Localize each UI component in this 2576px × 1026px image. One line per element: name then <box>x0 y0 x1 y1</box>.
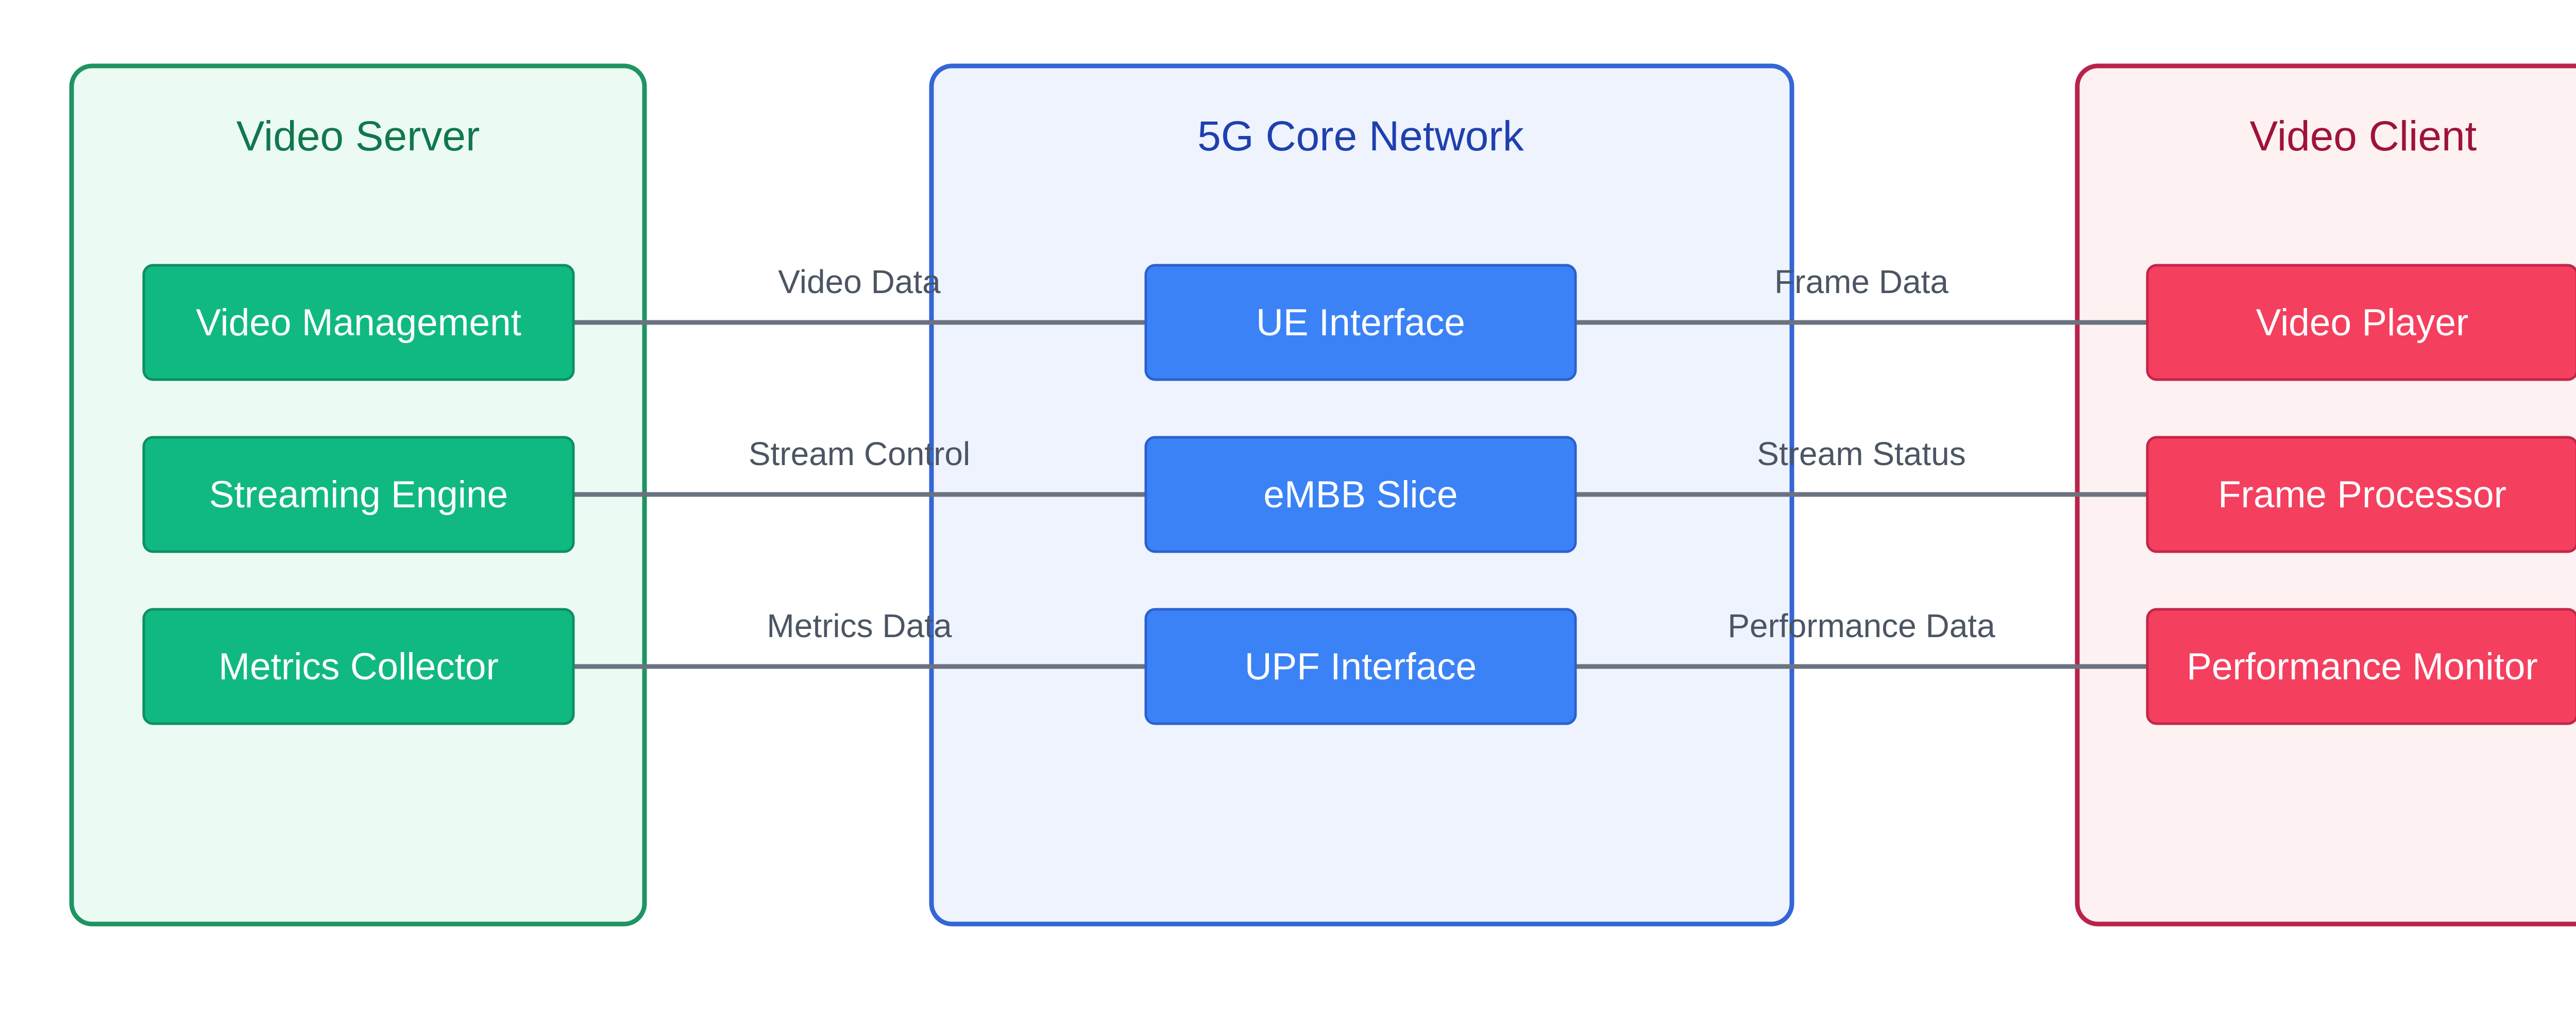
node-video-management[interactable]: Video Management <box>142 264 575 381</box>
edge-label-stream-status: Stream Status <box>1757 435 1966 472</box>
node-upf-interface[interactable]: UPF Interface <box>1144 608 1577 725</box>
node-frame-processor[interactable]: Frame Processor <box>2146 436 2576 553</box>
node-label: UPF Interface <box>1245 646 1477 688</box>
node-label: Performance Monitor <box>2187 646 2538 688</box>
edge-label-video-data: Video Data <box>778 263 941 300</box>
node-streaming-engine[interactable]: Streaming Engine <box>142 436 575 553</box>
node-label: eMBB Slice <box>1263 474 1458 516</box>
edge-label-stream-control: Stream Control <box>749 435 970 472</box>
5g-core-network-title: 5G Core Network <box>1197 113 1524 160</box>
edge-label-performance-data: Performance Data <box>1727 607 1995 644</box>
node-metrics-collector[interactable]: Metrics Collector <box>142 608 575 725</box>
node-label: Video Player <box>2256 302 2469 344</box>
node-label: Streaming Engine <box>209 474 508 516</box>
edge-label-metrics-data: Metrics Data <box>767 607 952 644</box>
video-server-title: Video Server <box>236 113 480 160</box>
node-label: UE Interface <box>1256 302 1465 344</box>
node-label: Metrics Collector <box>218 646 499 688</box>
node-label: Video Management <box>196 302 521 344</box>
edge-label-frame-data: Frame Data <box>1774 263 1948 300</box>
video-client-title: Video Client <box>2250 113 2477 160</box>
node-embb-slice[interactable]: eMBB Slice <box>1144 436 1577 553</box>
node-performance-monitor[interactable]: Performance Monitor <box>2146 608 2576 725</box>
node-label: Frame Processor <box>2218 474 2506 516</box>
node-video-player[interactable]: Video Player <box>2146 264 2576 381</box>
node-ue-interface[interactable]: UE Interface <box>1144 264 1577 381</box>
